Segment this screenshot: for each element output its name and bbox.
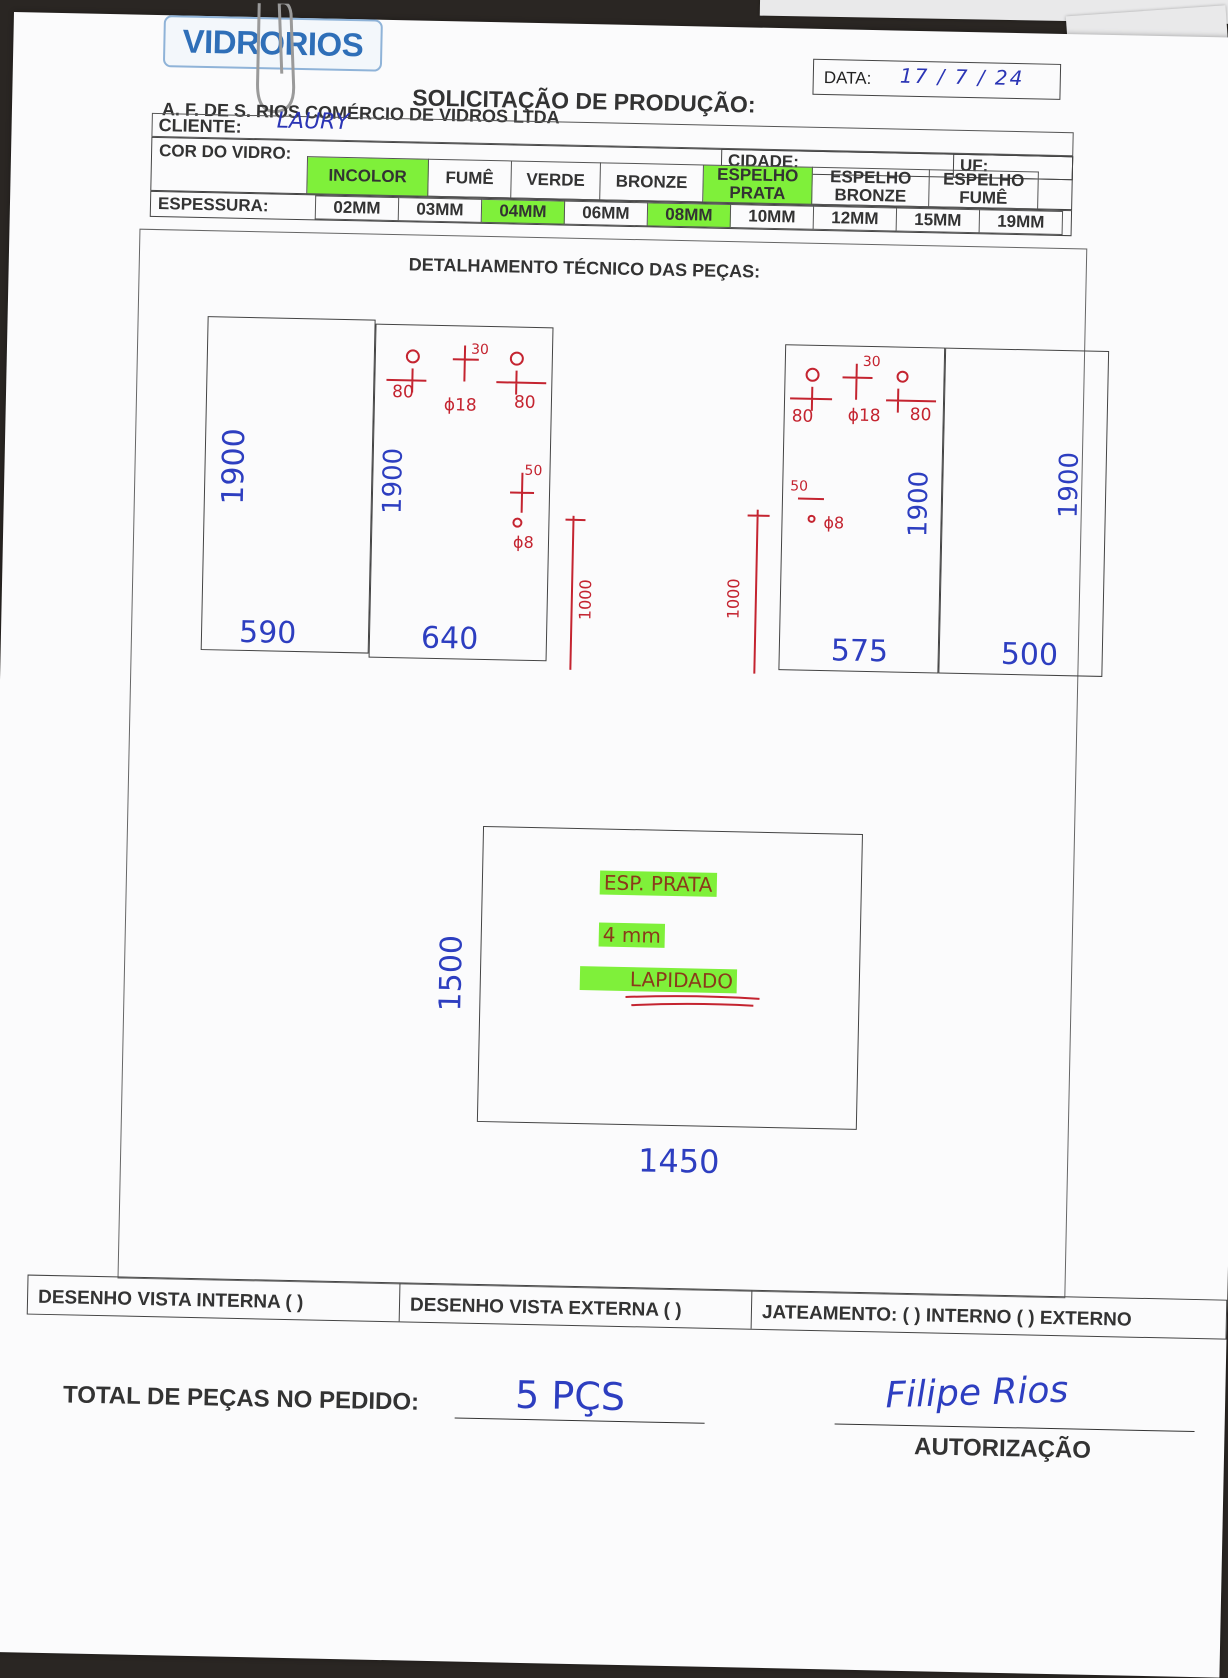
color-option-bronze[interactable]: BRONZE xyxy=(599,162,704,202)
left-hole-marks xyxy=(386,345,547,528)
color-option-fume[interactable]: FUMÊ xyxy=(427,159,512,198)
paper-clip-icon xyxy=(256,2,296,114)
left-width-a: 590 xyxy=(238,614,297,652)
left-width-b: 640 xyxy=(420,620,479,657)
thickness-label: ESPESSURA: xyxy=(157,194,269,216)
total-pieces-line xyxy=(454,1417,705,1424)
right-width-b: 500 xyxy=(1000,636,1059,674)
view-internal-option[interactable]: DESENHO VISTA INTERNA ( ) xyxy=(27,1275,401,1322)
thickness-option-06mm[interactable]: 06MM xyxy=(564,201,648,226)
right-handle-height: 1000 xyxy=(723,578,744,620)
date-value: 17 / 7 / 24 xyxy=(899,63,1025,91)
total-pieces-label: TOTAL DE PEÇAS NO PEDIDO: xyxy=(62,1381,420,1416)
mirror-height: 1500 xyxy=(433,934,470,1012)
thickness-option-04mm[interactable]: 04MM xyxy=(481,199,565,225)
left-handle-height: 1000 xyxy=(575,579,596,621)
authorization-label: AUTORIZAÇÃO xyxy=(913,1433,1092,1464)
thickness-option-02mm[interactable]: 02MM xyxy=(315,195,399,221)
view-external-option[interactable]: DESENHO VISTA EXTERNA ( ) xyxy=(399,1283,753,1329)
color-option-incolor[interactable]: INCOLOR xyxy=(306,156,429,197)
thickness-option-15mm[interactable]: 15MM xyxy=(896,208,980,233)
right-height-b: 1900 xyxy=(1053,451,1086,519)
sandblast-option[interactable]: JATEAMENTO: ( ) INTERNO ( ) EXTERNO xyxy=(761,1301,1132,1331)
color-option-espelho-bronze[interactable]: ESPELHO BRONZE xyxy=(811,167,930,207)
authorization-line xyxy=(834,1423,1195,1433)
right-width-a: 575 xyxy=(830,633,889,670)
thickness-option-10mm[interactable]: 10MM xyxy=(730,204,814,230)
color-option-espelho-prata[interactable]: ESPELHO PRATA xyxy=(702,165,813,205)
right-hole-marks xyxy=(790,363,937,523)
signature: Filipe Rios xyxy=(884,1369,1069,1417)
left-handle-height-line xyxy=(565,515,586,670)
color-option-verde[interactable]: VERDE xyxy=(510,160,601,200)
left-height-a: 1900 xyxy=(215,427,253,506)
client-value: LAURY xyxy=(276,108,350,136)
glass-color-label: COR DO VIDRO: xyxy=(158,141,292,163)
mirror-note-thickness: 4 mm xyxy=(598,922,666,948)
date-field[interactable]: DATA: 17 / 7 / 24 xyxy=(812,58,1062,100)
total-pieces-value[interactable]: 5 PÇS xyxy=(514,1372,626,1420)
underline-mark xyxy=(625,995,760,1007)
mirror-note-material: ESP. PRATA xyxy=(599,870,717,897)
thickness-option-03mm[interactable]: 03MM xyxy=(398,197,482,223)
mirror-note-finish: LAPIDADO xyxy=(579,966,738,994)
color-option-espelho-fume[interactable]: ESPELHO FUMÊ xyxy=(928,169,1039,209)
thickness-option-12mm[interactable]: 12MM xyxy=(813,206,897,232)
right-handle-height-line xyxy=(747,509,770,674)
mirror-width: 1450 xyxy=(637,1141,720,1182)
thickness-option-19mm[interactable]: 19MM xyxy=(979,209,1063,235)
thickness-option-08mm[interactable]: 08MM xyxy=(647,202,731,228)
